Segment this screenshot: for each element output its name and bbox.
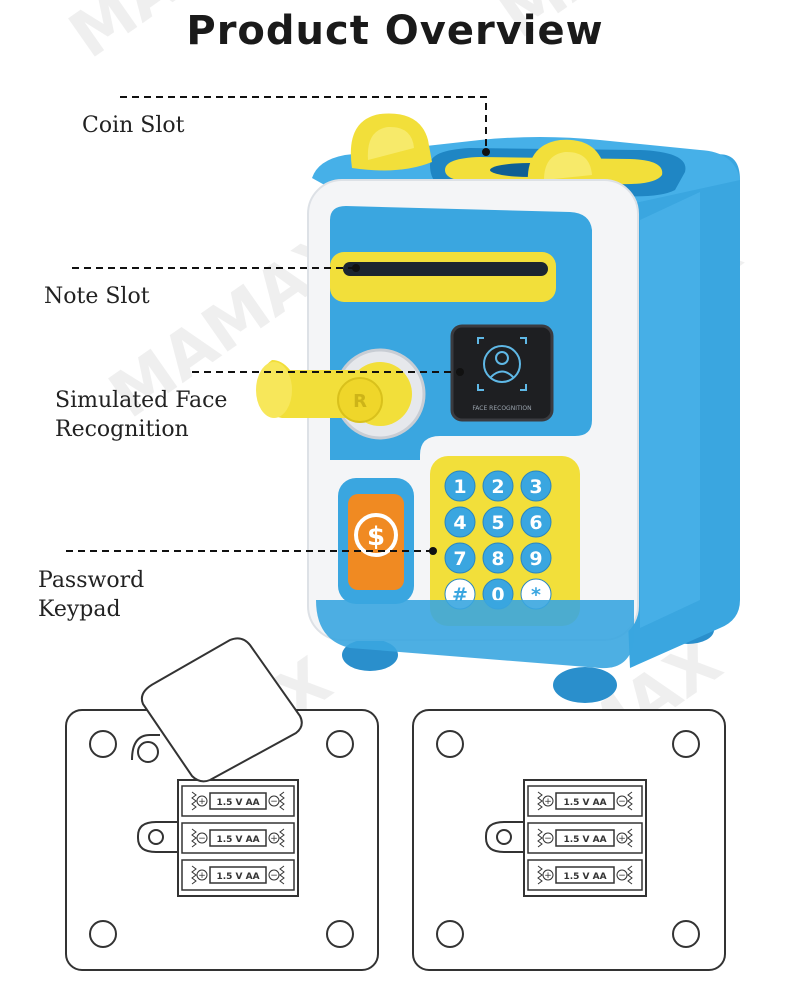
svg-text:7: 7 [453,548,466,570]
svg-text:−: − [544,834,552,844]
battery-cell: + − 1.5 V AA [181,785,295,817]
svg-text:+: + [544,871,552,881]
coin-symbol: $ [367,522,385,552]
bank-bottom-rim [316,600,634,669]
svg-text:−: − [270,797,278,807]
battery-label: 1.5 V AA [216,798,259,808]
coin-slot-leader [120,96,487,150]
foot-right [553,667,617,703]
face-recognition-label-line1: Simulated Face [55,388,228,413]
battery-label: 1.5 V AA [563,872,606,882]
keypad-key-3[interactable]: 3 [520,470,552,502]
keypad-key-6[interactable]: 6 [520,506,552,538]
svg-text:+: + [544,797,552,807]
svg-text:+: + [618,834,626,844]
battery-label: 1.5 V AA [563,798,606,808]
handle-logo: R [353,391,367,412]
svg-text:+: + [198,797,206,807]
keypad-key-9[interactable]: 9 [520,542,552,574]
keypad-key-1[interactable]: 1 [444,470,476,502]
watermark-5: MAMAX [57,0,325,73]
svg-text:−: − [270,871,278,881]
svg-text:6: 6 [529,512,542,534]
battery-cell: + − 1.5 V AA [527,785,643,817]
keypad-key-2[interactable]: 2 [482,470,514,502]
battery-compartment-left: +−1.5 V AA−+1.5 V AA+−1.5 V AA [181,785,295,891]
battery-label: 1.5 V AA [216,835,259,845]
callout-dots [352,148,490,555]
battery-cell: − +1.5 V AA [181,822,295,854]
svg-text:3: 3 [529,476,542,498]
battery-label: 1.5 V AA [216,872,259,882]
password-keypad-label-line1: Password [38,568,145,593]
page-title: Product Overview [186,8,604,54]
coin-slot-label: Coin Slot [82,113,185,138]
face-recognition-label-line2: Recognition [55,417,189,442]
svg-text:−: − [198,834,206,844]
svg-text:*: * [531,584,541,606]
keypad-key-5[interactable]: 5 [482,506,514,538]
keypad-key-4[interactable]: 4 [444,506,476,538]
battery-label: 1.5 V AA [563,835,606,845]
callout-leaders [66,96,487,552]
face-recognition-screen-label: FACE RECOGNITION [472,405,531,412]
battery-compartment-right: + − 1.5 V AA − +1.5 V AA + − 1.5 V AA [527,785,643,891]
svg-text:1: 1 [453,476,466,498]
battery-cover-lid [140,637,303,783]
note-slot [330,252,556,302]
svg-text:+: + [270,834,278,844]
svg-text:2: 2 [491,476,504,498]
svg-text:+: + [198,871,206,881]
svg-text:9: 9 [529,548,542,570]
svg-text:4: 4 [453,512,466,534]
svg-text:5: 5 [491,512,504,534]
svg-text:8: 8 [491,548,504,570]
battery-cell: − +1.5 V AA [527,822,643,854]
face-icon [477,337,527,391]
face-recognition-screen [450,324,554,422]
password-keypad-label-line2: Keypad [38,597,121,622]
battery-cell: + − 1.5 V AA [527,859,643,891]
watermark-6: MAMAX [487,0,755,53]
note-slot-label: Note Slot [44,284,150,309]
keypad-key-7[interactable]: 7 [444,542,476,574]
battery-cell: + − 1.5 V AA [181,859,295,891]
svg-text:−: − [618,871,626,881]
svg-text:−: − [618,797,626,807]
keypad-key-8[interactable]: 8 [482,542,514,574]
